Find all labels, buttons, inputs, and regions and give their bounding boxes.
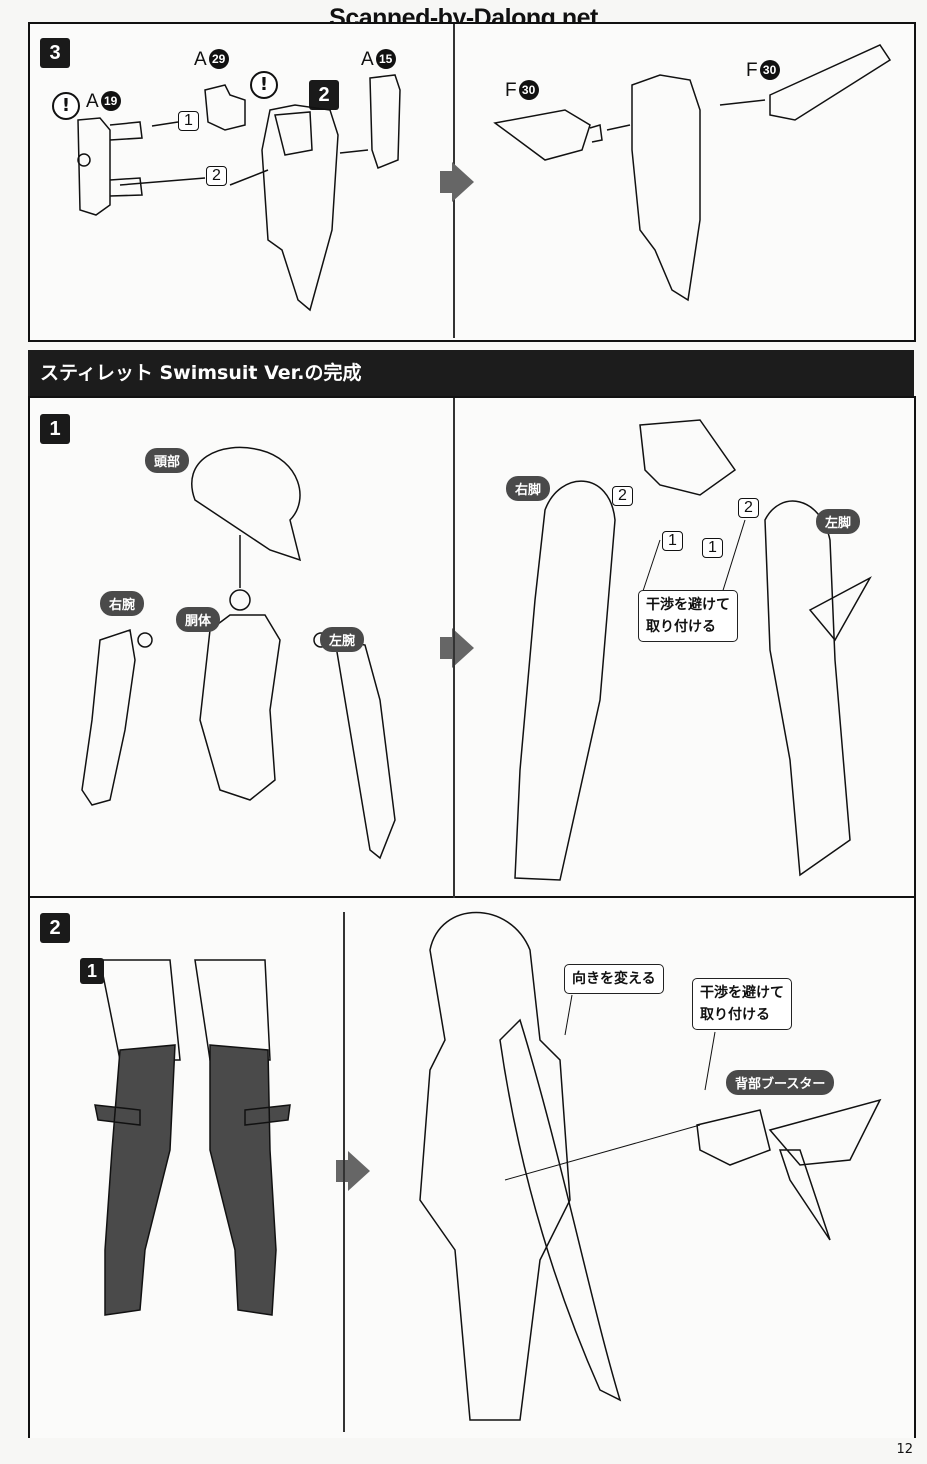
panel-divider	[343, 912, 345, 1432]
label-torso: 胴体	[176, 607, 221, 632]
right-arm	[81, 629, 136, 806]
left-leg	[764, 500, 851, 877]
order-hex-1: 1	[702, 538, 723, 558]
section-header: スティレット Swimsuit Ver.の完成	[28, 350, 914, 396]
torso	[199, 614, 281, 801]
order-hex-1: 1	[178, 111, 199, 131]
label-right-leg: 右脚	[506, 476, 551, 501]
step-badge: 3	[40, 38, 70, 68]
label-left-leg: 左脚	[816, 509, 861, 534]
label-right-arm: 右腕	[100, 591, 145, 616]
callout-line: 干渉を避けて	[700, 985, 784, 1001]
step-badge: 2	[40, 913, 70, 943]
next-arrow-icon	[336, 1151, 370, 1191]
label-back-booster: 背部ブースター	[726, 1070, 835, 1095]
part-a15	[369, 74, 401, 169]
assembled-leg-part	[631, 74, 701, 302]
left-arm	[334, 639, 396, 860]
order-hex-2: 2	[738, 498, 759, 518]
leg-covers	[94, 1044, 291, 1316]
callout-line: 取り付ける	[700, 1007, 770, 1023]
next-arrow-icon	[440, 628, 474, 668]
caution-icon: !	[250, 71, 278, 99]
part-f30-blade	[769, 44, 892, 121]
left-leg-fin	[808, 576, 872, 642]
panel-divider	[453, 398, 455, 898]
next-arrow-icon	[440, 162, 474, 202]
label-left-arm: 左腕	[320, 627, 365, 652]
order-hex-2: 2	[612, 486, 633, 506]
callout-line: 取り付ける	[646, 619, 716, 635]
right-leg	[514, 480, 616, 881]
part-body	[261, 104, 339, 312]
callout-avoid-interference: 干渉を避けて 取り付ける	[692, 978, 792, 1030]
step-badge: 1	[40, 414, 70, 444]
figure-back	[419, 911, 571, 1421]
legs-front	[99, 959, 271, 1061]
order-hex-1: 1	[662, 531, 683, 551]
page-number: 12	[896, 1442, 913, 1457]
part-f30-wing	[493, 109, 603, 161]
label-head: 頭部	[145, 448, 190, 473]
order-hex-2: 2	[206, 166, 227, 186]
callout-line: 干渉を避けて	[646, 597, 730, 613]
callout-avoid-interference: 干渉を避けて 取り付ける	[638, 590, 738, 642]
part-a19	[77, 117, 143, 216]
subassembly-badge: 2	[309, 80, 339, 110]
part-a29	[204, 84, 246, 131]
back-booster	[696, 1098, 882, 1241]
sub-step-badge: 1	[80, 958, 104, 984]
callout-turn: 向きを変える	[564, 964, 664, 994]
waist	[639, 419, 737, 496]
caution-icon: !	[52, 92, 80, 120]
hair-tails	[499, 1018, 622, 1402]
head	[191, 446, 302, 562]
